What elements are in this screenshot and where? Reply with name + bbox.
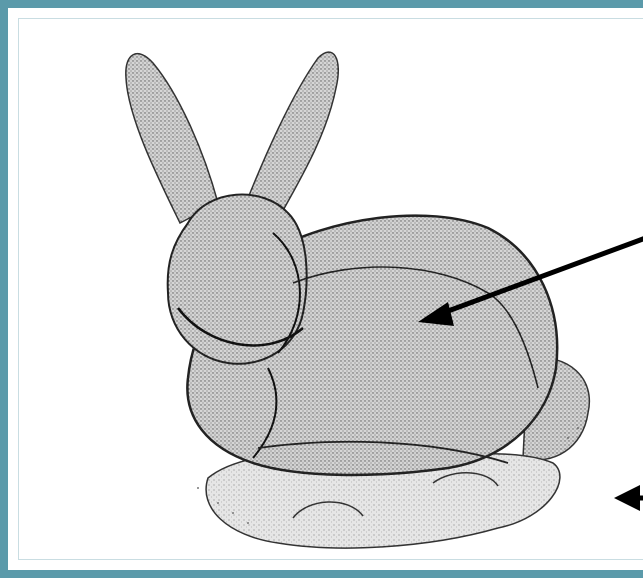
bunny-left-ear xyxy=(126,54,218,223)
arrow-to-ground xyxy=(614,485,643,511)
bunny-figure xyxy=(8,8,643,578)
